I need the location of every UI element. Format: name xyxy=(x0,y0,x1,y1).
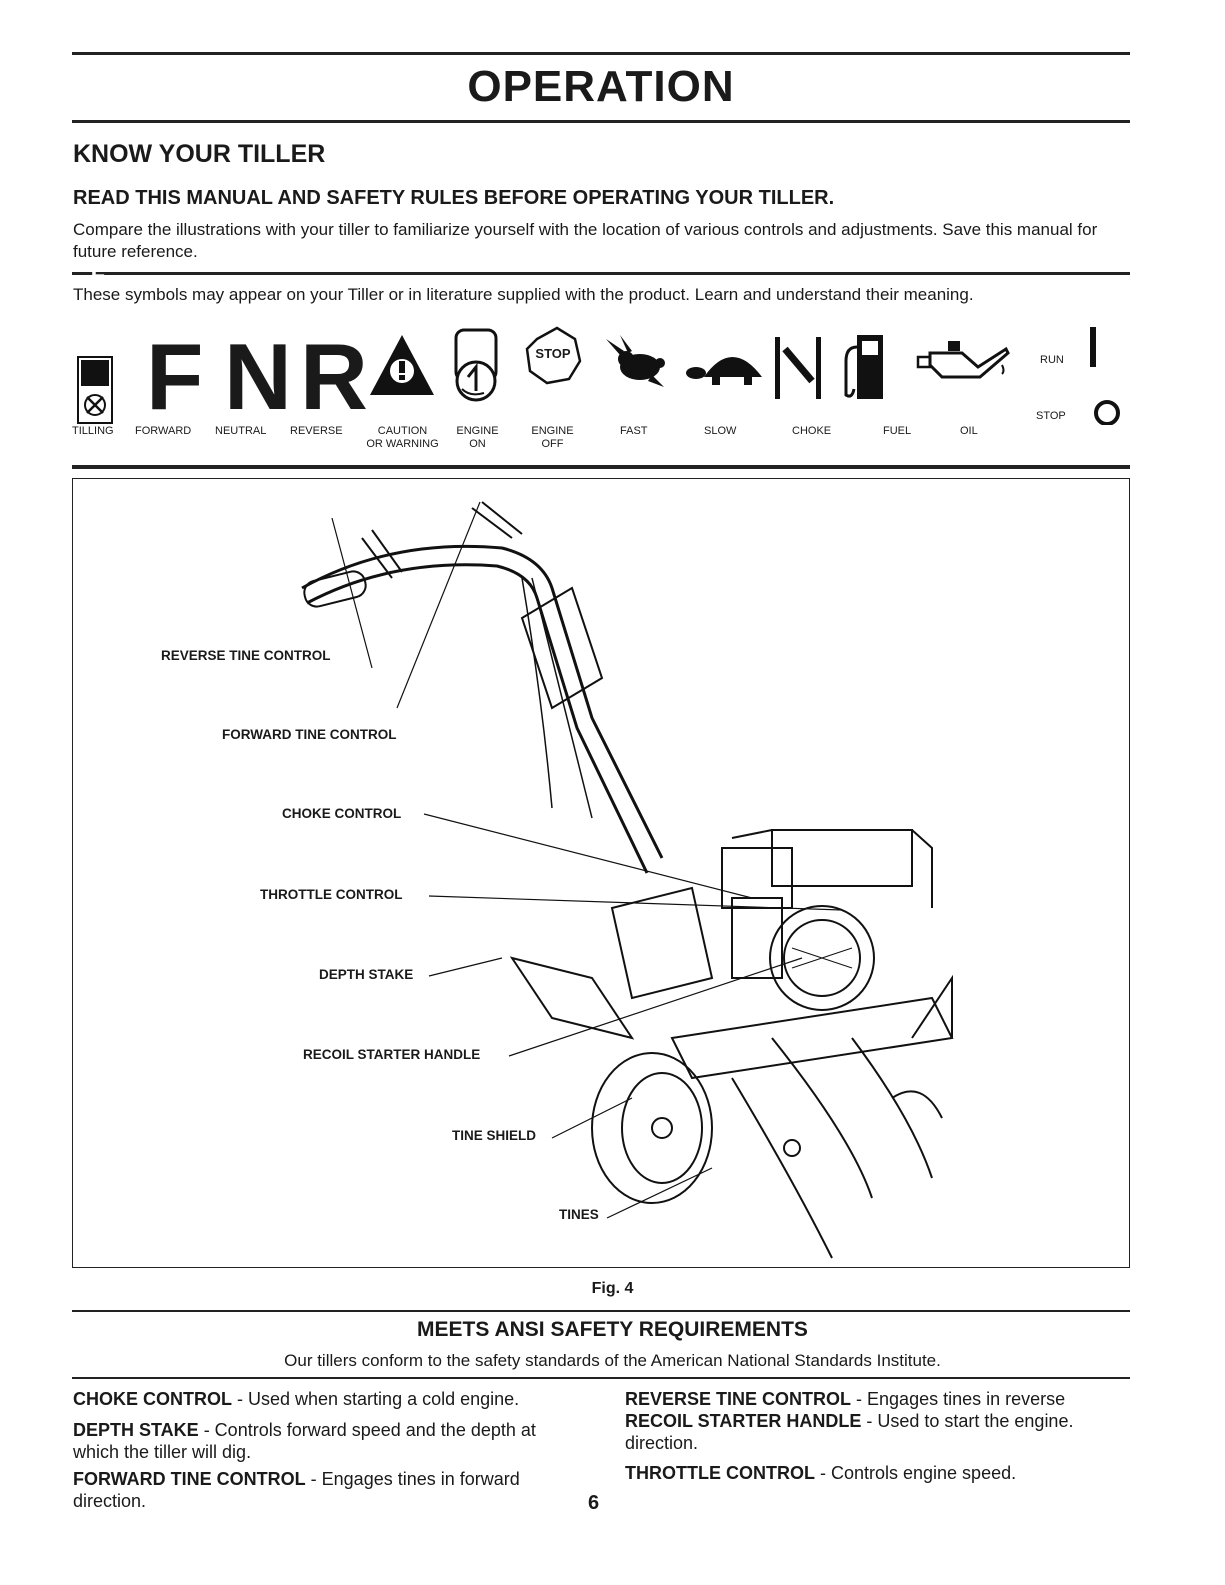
top-rule xyxy=(72,52,1130,55)
stop-icon xyxy=(1094,400,1120,425)
intro-paragraph: Compare the illustrations with your till… xyxy=(73,220,1098,261)
figure-caption: Fig. 4 xyxy=(591,1280,634,1297)
title-rule xyxy=(72,120,1130,123)
intro-rule xyxy=(72,272,1130,275)
callout-forward-tine-control: FORWARD TINE CONTROL xyxy=(222,727,397,742)
callout-reverse-tine-control: REVERSE TINE CONTROL xyxy=(161,648,331,663)
engine-on-icon xyxy=(454,328,498,402)
symbols-rule xyxy=(72,465,1130,469)
label-fuel: FUEL xyxy=(883,425,912,437)
label-choke: CHOKE xyxy=(792,425,832,437)
callout-recoil-starter-handle: RECOIL STARTER HANDLE xyxy=(303,1047,481,1062)
callout-tines: TINES xyxy=(559,1207,599,1222)
def-depth-stake: DEPTH STAKE - Controls forward speed and… xyxy=(73,1420,536,1462)
section-heading: KNOW YOUR TILLER xyxy=(73,140,326,168)
ansi-bottom-rule xyxy=(72,1377,1130,1379)
label-neutral: NEUTRAL xyxy=(215,425,267,437)
label-tilling: TILLING xyxy=(72,425,114,437)
def-recoil-starter-handle: RECOIL STARTER HANDLE - Used to start th… xyxy=(625,1411,1074,1431)
ansi-top-rule xyxy=(72,1310,1130,1312)
def-reverse-tine-control: REVERSE TINE CONTROL - Engages tines in … xyxy=(625,1389,1066,1409)
def-throttle-control: THROTTLE CONTROL - Controls engine speed… xyxy=(625,1463,1017,1483)
caution-icon xyxy=(370,335,434,395)
ansi-text: Our tillers conform to the safety standa… xyxy=(284,1351,941,1370)
reverse-symbol: R xyxy=(300,324,368,429)
section-subheading: READ THIS MANUAL AND SAFETY RULES BEFORE… xyxy=(73,187,835,209)
run-icon xyxy=(1090,327,1096,367)
forward-symbol: F xyxy=(146,324,204,429)
label-run: RUN xyxy=(1040,354,1064,366)
label-reverse: REVERSE xyxy=(290,425,343,437)
symbols-intro: These symbols may appear on your Tiller … xyxy=(73,285,974,304)
callout-depth-stake: DEPTH STAKE xyxy=(319,967,414,982)
fuel-icon xyxy=(844,335,883,399)
def-choke-control: CHOKE CONTROL - Used when starting a col… xyxy=(73,1389,520,1409)
tilling-icon xyxy=(77,356,113,424)
tilling-letter: F xyxy=(90,262,106,289)
engine-off-icon xyxy=(525,326,582,385)
label-fast: FAST xyxy=(620,425,648,437)
choke-icon xyxy=(775,337,821,399)
def-forward-tine-control: FORWARD TINE CONTROL - Engages tines in … xyxy=(73,1469,520,1511)
figure-box xyxy=(72,478,1130,1268)
callout-throttle-control: THROTTLE CONTROL xyxy=(260,887,403,902)
label-slow: SLOW xyxy=(704,425,737,437)
ansi-heading: MEETS ANSI SAFETY REQUIREMENTS xyxy=(417,1318,808,1341)
label-stop: STOP xyxy=(1036,410,1066,422)
oil-icon xyxy=(916,341,1010,379)
turtle-icon xyxy=(686,357,762,385)
symbols-row xyxy=(77,326,1120,425)
stop-sign-text: STOP xyxy=(535,346,571,361)
page-number: 6 xyxy=(588,1492,600,1514)
label-oil: OIL xyxy=(960,425,978,437)
rabbit-icon xyxy=(606,335,665,387)
def-reverse-continued: direction. xyxy=(625,1433,699,1453)
neutral-symbol: N xyxy=(224,324,292,429)
callout-choke-control: CHOKE CONTROL xyxy=(282,806,402,821)
label-forward: FORWARD xyxy=(135,425,192,437)
callout-tine-shield: TINE SHIELD xyxy=(452,1128,537,1143)
tiller-illustration xyxy=(301,501,954,1259)
page-title: OPERATION xyxy=(467,62,735,111)
